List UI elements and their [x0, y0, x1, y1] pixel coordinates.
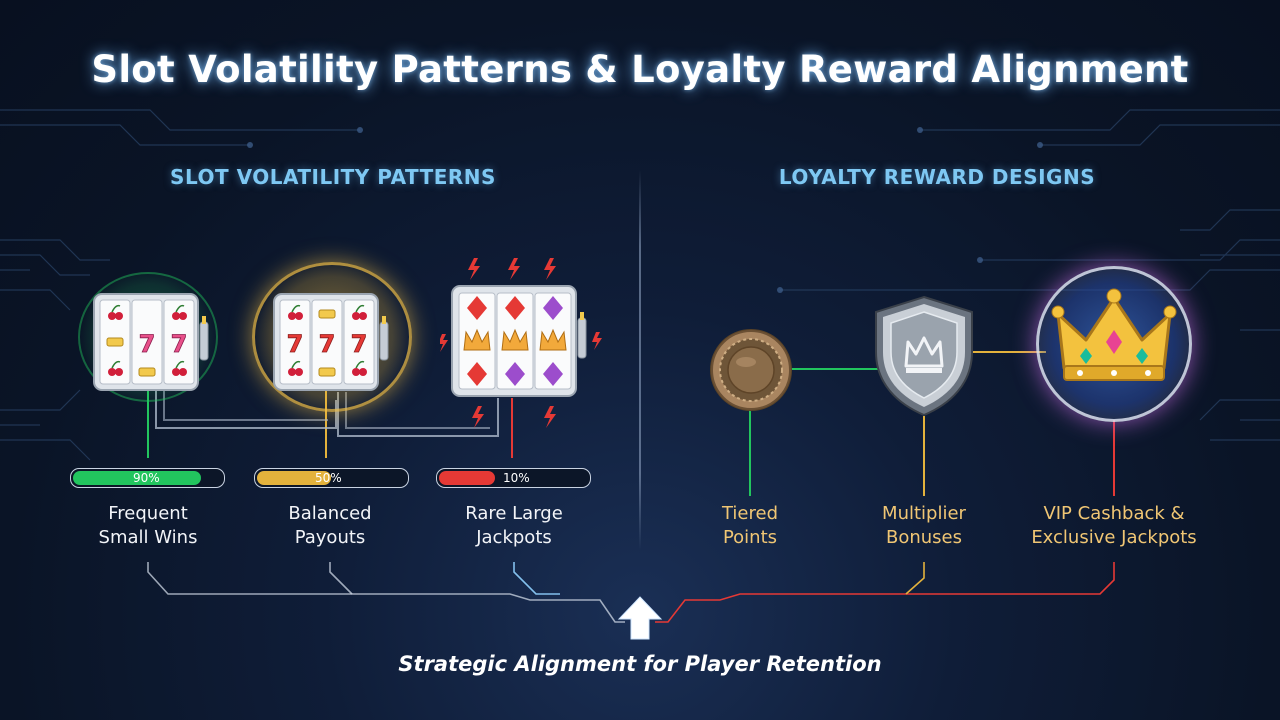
label-line: Balanced — [288, 503, 372, 524]
volatility-bar-rare: 10% — [436, 468, 591, 488]
label-rare: Rare Large Jackpots — [426, 502, 602, 550]
purple-gem-icon — [505, 362, 525, 386]
section-heading-volatility: SLOT VOLATILITY PATTERNS — [170, 165, 496, 189]
section-heading-loyalty: LOYALTY REWARD DESIGNS — [778, 165, 1096, 189]
cherry-icon — [108, 360, 123, 376]
seven-icon: 7 — [351, 330, 368, 358]
label-line: Jackpots — [476, 527, 552, 548]
seven-icon: 7 — [139, 330, 156, 358]
label-balanced: Balanced Payouts — [242, 502, 418, 550]
red-gem-icon — [467, 362, 487, 386]
page-title: Slot Volatility Patterns & Loyalty Rewar… — [91, 48, 1189, 91]
label-line: VIP Cashback & — [1043, 503, 1185, 524]
section-divider — [639, 170, 641, 550]
label-line: Small Wins — [98, 527, 198, 548]
label-line: Rare Large — [465, 503, 563, 524]
label-line: Payouts — [294, 527, 366, 548]
purple-gem-icon — [543, 362, 563, 386]
slot-machine-frequent: 7 7 — [93, 293, 209, 391]
purple-gem-icon — [543, 296, 563, 320]
shield-crown-icon — [875, 295, 973, 417]
teal-gem-icon — [1080, 348, 1092, 364]
crown-icon — [501, 328, 529, 351]
cherry-icon — [172, 304, 187, 320]
cherry-icon — [352, 360, 367, 376]
percent-label: 50% — [315, 471, 342, 485]
label-multiplier-bonuses: Multiplier Bonuses — [836, 502, 1012, 550]
cherry-icon — [288, 304, 303, 320]
red-gem-icon — [505, 296, 525, 320]
crown-icon — [463, 328, 491, 351]
red-gem-icon — [467, 296, 487, 320]
label-line: Bonuses — [885, 527, 962, 548]
label-line: Points — [722, 527, 778, 548]
bar-fill — [257, 471, 331, 485]
coin-icon — [710, 329, 792, 411]
slot-machine-balanced: 7 7 7 — [273, 293, 389, 391]
percent-label: 10% — [503, 471, 530, 485]
cherry-icon — [172, 360, 187, 376]
pink-gem-icon — [1106, 330, 1122, 354]
label-line: Tiered — [721, 503, 779, 524]
label-tiered-points: Tiered Points — [662, 502, 838, 550]
up-arrow-icon — [617, 596, 663, 640]
label-vip-cashback: VIP Cashback & Exclusive Jackpots — [1014, 502, 1214, 550]
percent-label: 90% — [133, 471, 160, 485]
bottom-caption: Strategic Alignment for Player Retention — [398, 652, 882, 676]
label-line: Exclusive Jackpots — [1031, 527, 1197, 548]
seven-icon: 7 — [171, 330, 188, 358]
teal-gem-icon — [1136, 348, 1148, 364]
volatility-bar-frequent: 90% — [70, 468, 225, 488]
seven-icon: 7 — [319, 330, 336, 358]
cherry-icon — [108, 304, 123, 320]
volatility-bar-balanced: 50% — [254, 468, 409, 488]
bar-fill — [73, 471, 201, 485]
gold-crown-icon — [1051, 288, 1177, 381]
cherry-icon — [352, 304, 367, 320]
crown-icon — [539, 328, 567, 351]
bar-fill — [439, 471, 495, 485]
label-line: Frequent — [108, 503, 188, 524]
lightning-icon — [440, 258, 602, 428]
cherry-icon — [288, 360, 303, 376]
slot-machine-rare — [440, 258, 602, 428]
label-frequent: Frequent Small Wins — [60, 502, 236, 550]
label-line: Multiplier — [882, 503, 966, 524]
seven-icon: 7 — [287, 330, 304, 358]
